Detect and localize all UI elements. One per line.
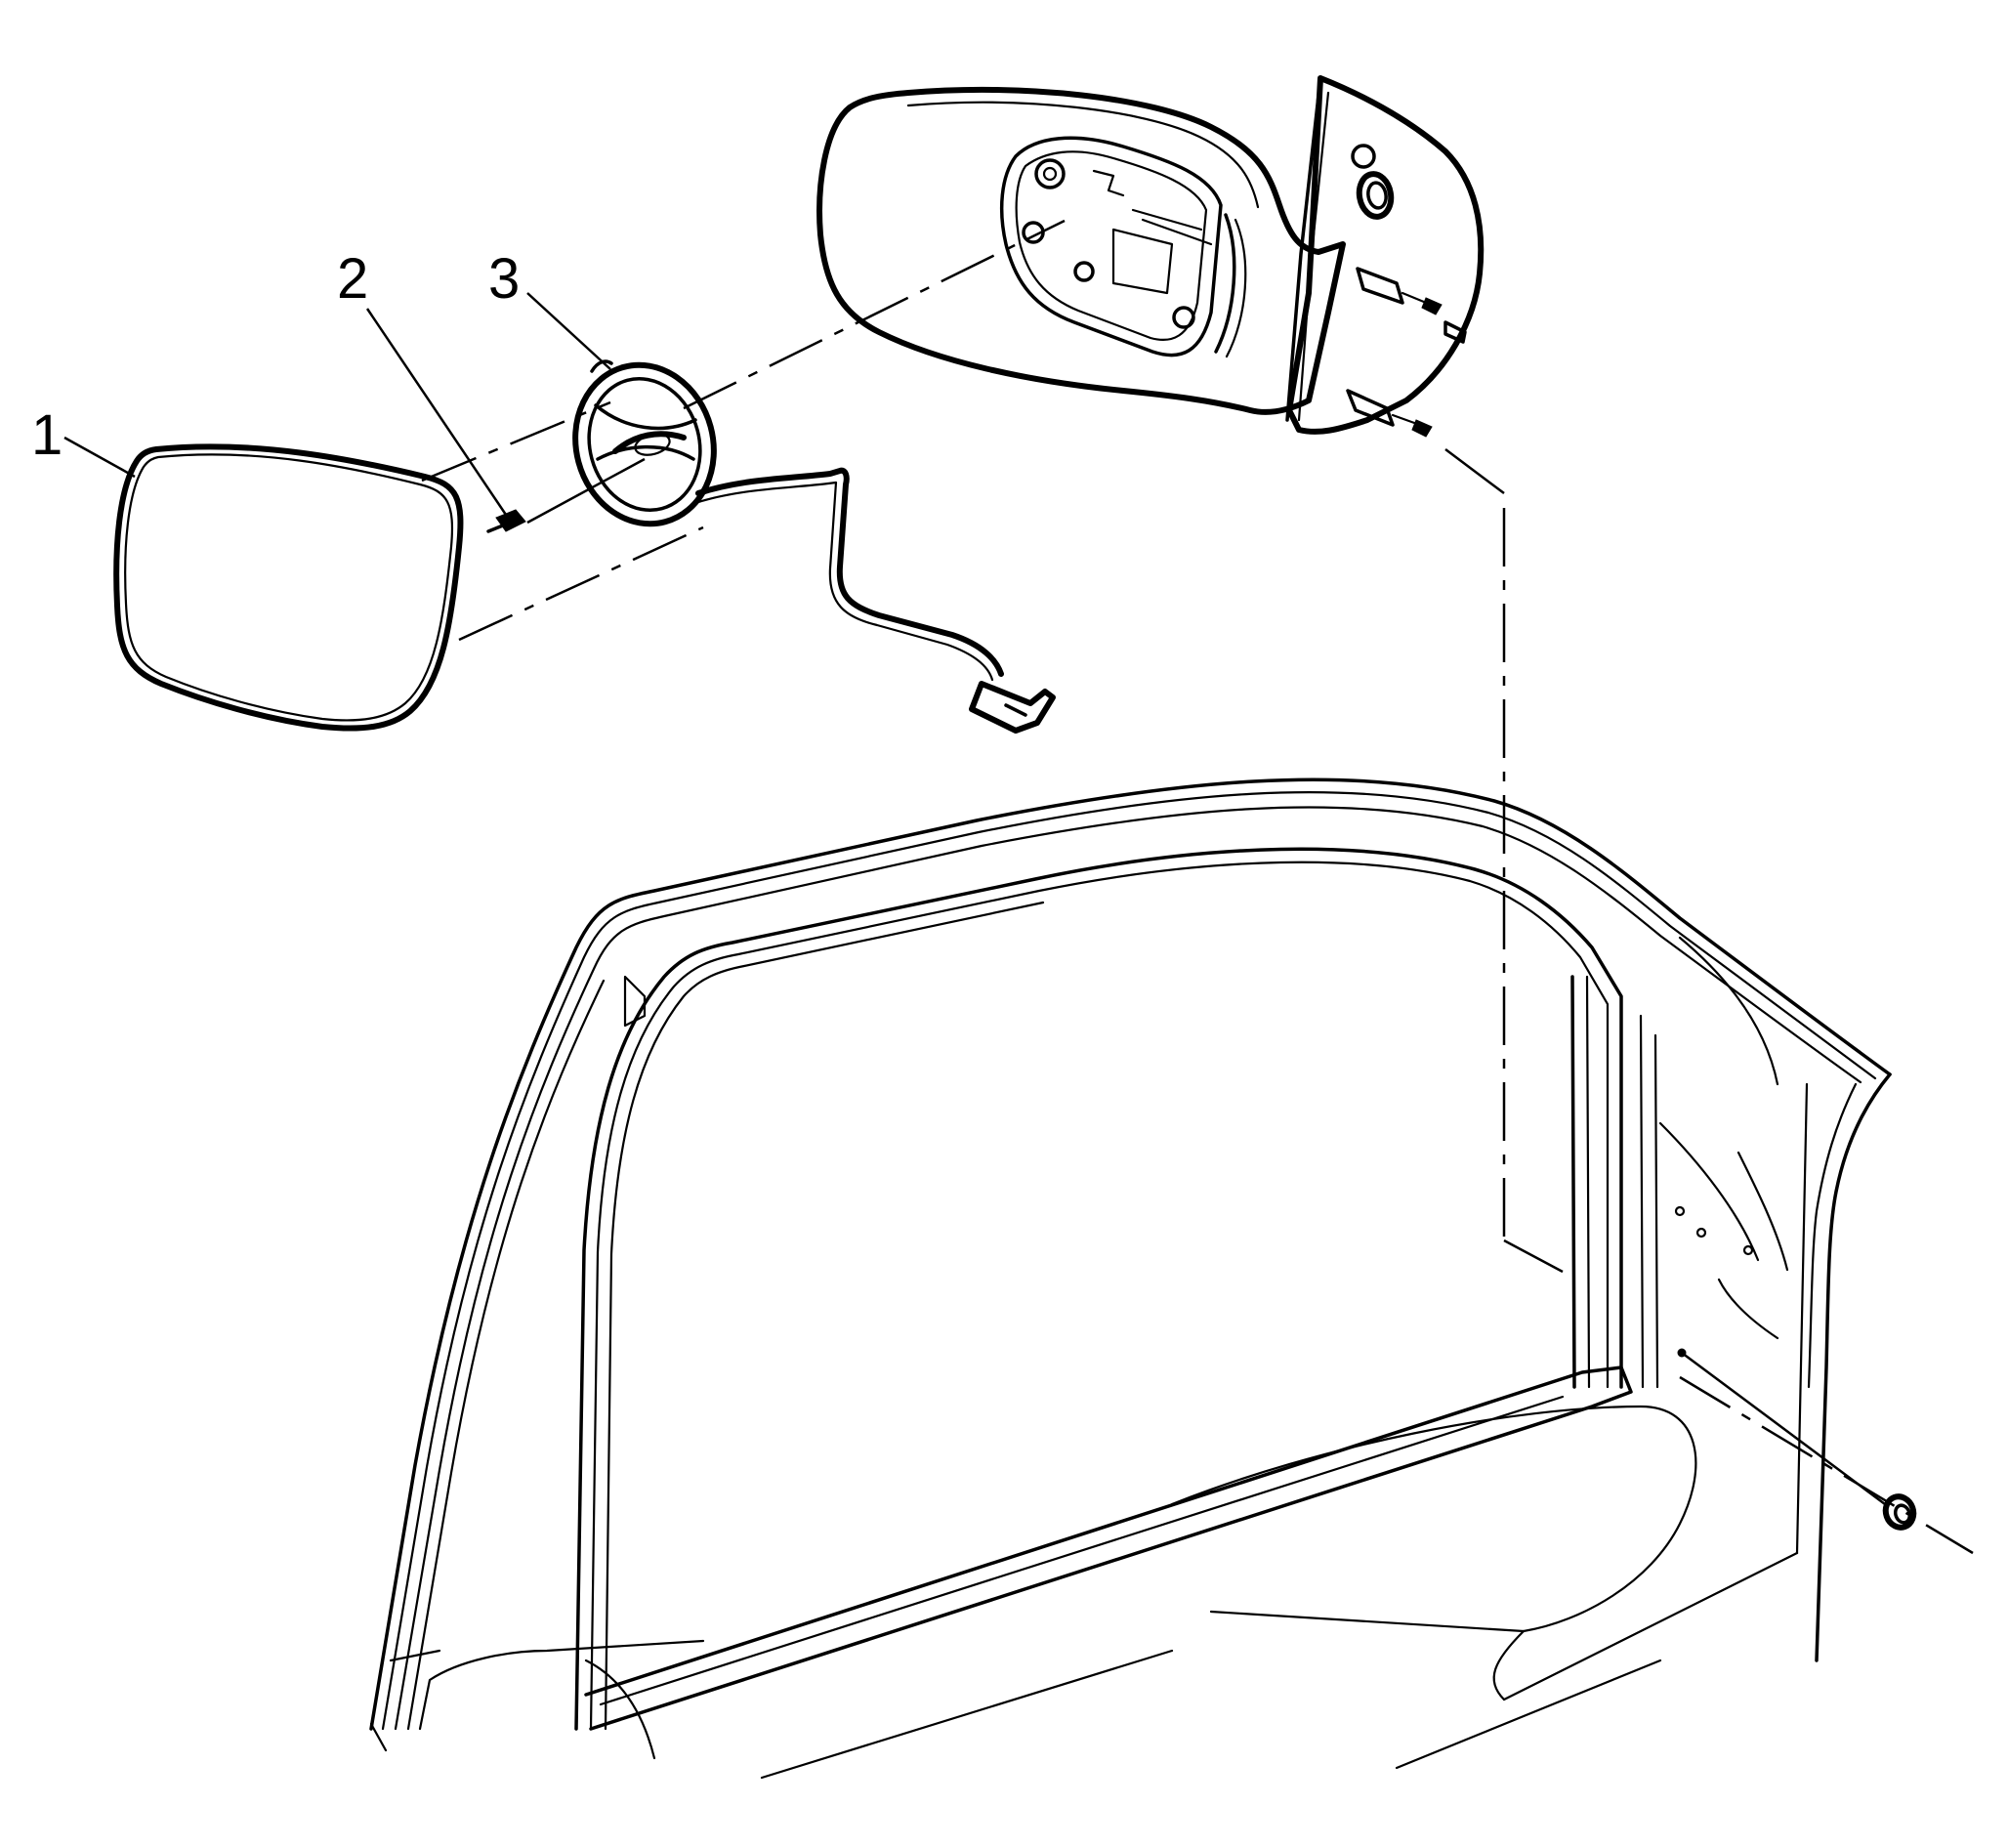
- mirror-housing: [816, 75, 1485, 438]
- screw: [486, 509, 526, 533]
- callout-group-2: 2: [337, 247, 510, 519]
- mounting-studs: [1346, 267, 1467, 438]
- callout-label-3: 3: [488, 247, 520, 311]
- callout-leader-2: [365, 308, 510, 519]
- mirror-motor: [572, 359, 1056, 734]
- callout-label-1: 1: [31, 403, 63, 467]
- callout-leader-1: [63, 436, 136, 479]
- callout-group-3: 3: [488, 247, 611, 370]
- callout-label-2: 2: [337, 247, 368, 311]
- callout-leader-3: [526, 292, 611, 370]
- door-frame: [369, 777, 1917, 1780]
- mirror-glass: [113, 443, 464, 732]
- mirror-nut: [1681, 1351, 1917, 1531]
- callout-group-1: 1: [31, 403, 136, 479]
- assembly-lines: [421, 219, 1974, 1555]
